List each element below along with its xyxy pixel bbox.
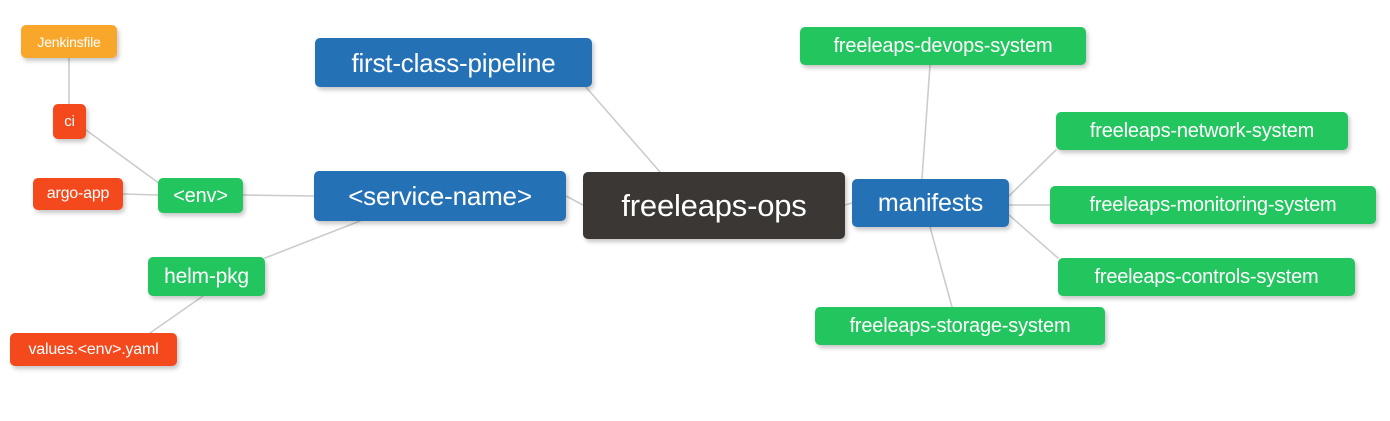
node-values-env-yaml[interactable]: values.<env>.yaml [10,333,177,366]
edge-service-name-to-env [242,194,315,197]
node-label-freeleaps-network-system: freeleaps-network-system [1089,120,1315,142]
node-freeleaps-monitoring-system[interactable]: freeleaps-monitoring-system [1050,186,1376,224]
edge-env-to-argo-app [122,193,159,196]
node-freeleaps-controls-system[interactable]: freeleaps-controls-system [1058,258,1355,296]
node-argo-app[interactable]: argo-app [33,178,123,210]
node-helm-pkg[interactable]: helm-pkg [148,257,265,296]
node-label-freeleaps-monitoring-system: freeleaps-monitoring-system [1089,194,1337,216]
node-freeleaps-network-system[interactable]: freeleaps-network-system [1056,112,1348,150]
node-label-env: <env> [173,184,228,207]
edge-freeleaps-ops-to-service-name [565,195,584,206]
node-label-service-name: <service-name> [348,181,532,211]
node-jenkinsfile[interactable]: Jenkinsfile [21,25,117,58]
edge-manifests-to-freeleaps-network-system [1008,149,1057,197]
edge-manifests-to-freeleaps-storage-system [929,226,953,308]
edge-env-to-ci [85,129,161,185]
edge-freeleaps-ops-to-manifests [844,202,853,206]
node-first-class-pipeline[interactable]: first-class-pipeline [315,38,592,87]
node-label-freeleaps-devops-system: freeleaps-devops-system [833,35,1053,57]
edge-helm-pkg-to-values-env-yaml [149,295,204,334]
edge-manifests-to-freeleaps-devops-system [921,64,931,180]
edge-freeleaps-ops-to-first-class-pipeline [584,85,661,173]
node-ci[interactable]: ci [53,104,86,139]
node-freeleaps-devops-system[interactable]: freeleaps-devops-system [800,27,1086,65]
node-label-values-env-yaml: values.<env>.yaml [28,340,159,358]
node-label-first-class-pipeline: first-class-pipeline [351,47,556,78]
node-freeleaps-storage-system[interactable]: freeleaps-storage-system [815,307,1105,345]
node-service-name[interactable]: <service-name> [314,171,566,221]
node-label-argo-app: argo-app [46,185,110,202]
node-label-ci: ci [64,113,75,130]
node-manifests[interactable]: manifests [852,179,1009,227]
node-label-helm-pkg: helm-pkg [164,265,249,288]
node-label-manifests: manifests [877,188,984,217]
node-label-jenkinsfile: Jenkinsfile [37,33,101,50]
node-freeleaps-ops[interactable]: freeleaps-ops [583,172,845,239]
node-label-freeleaps-controls-system: freeleaps-controls-system [1094,266,1319,288]
node-label-freeleaps-ops: freeleaps-ops [621,188,807,223]
node-env[interactable]: <env> [158,178,243,213]
edge-service-name-to-helm-pkg [264,220,361,259]
node-label-freeleaps-storage-system: freeleaps-storage-system [849,315,1071,337]
